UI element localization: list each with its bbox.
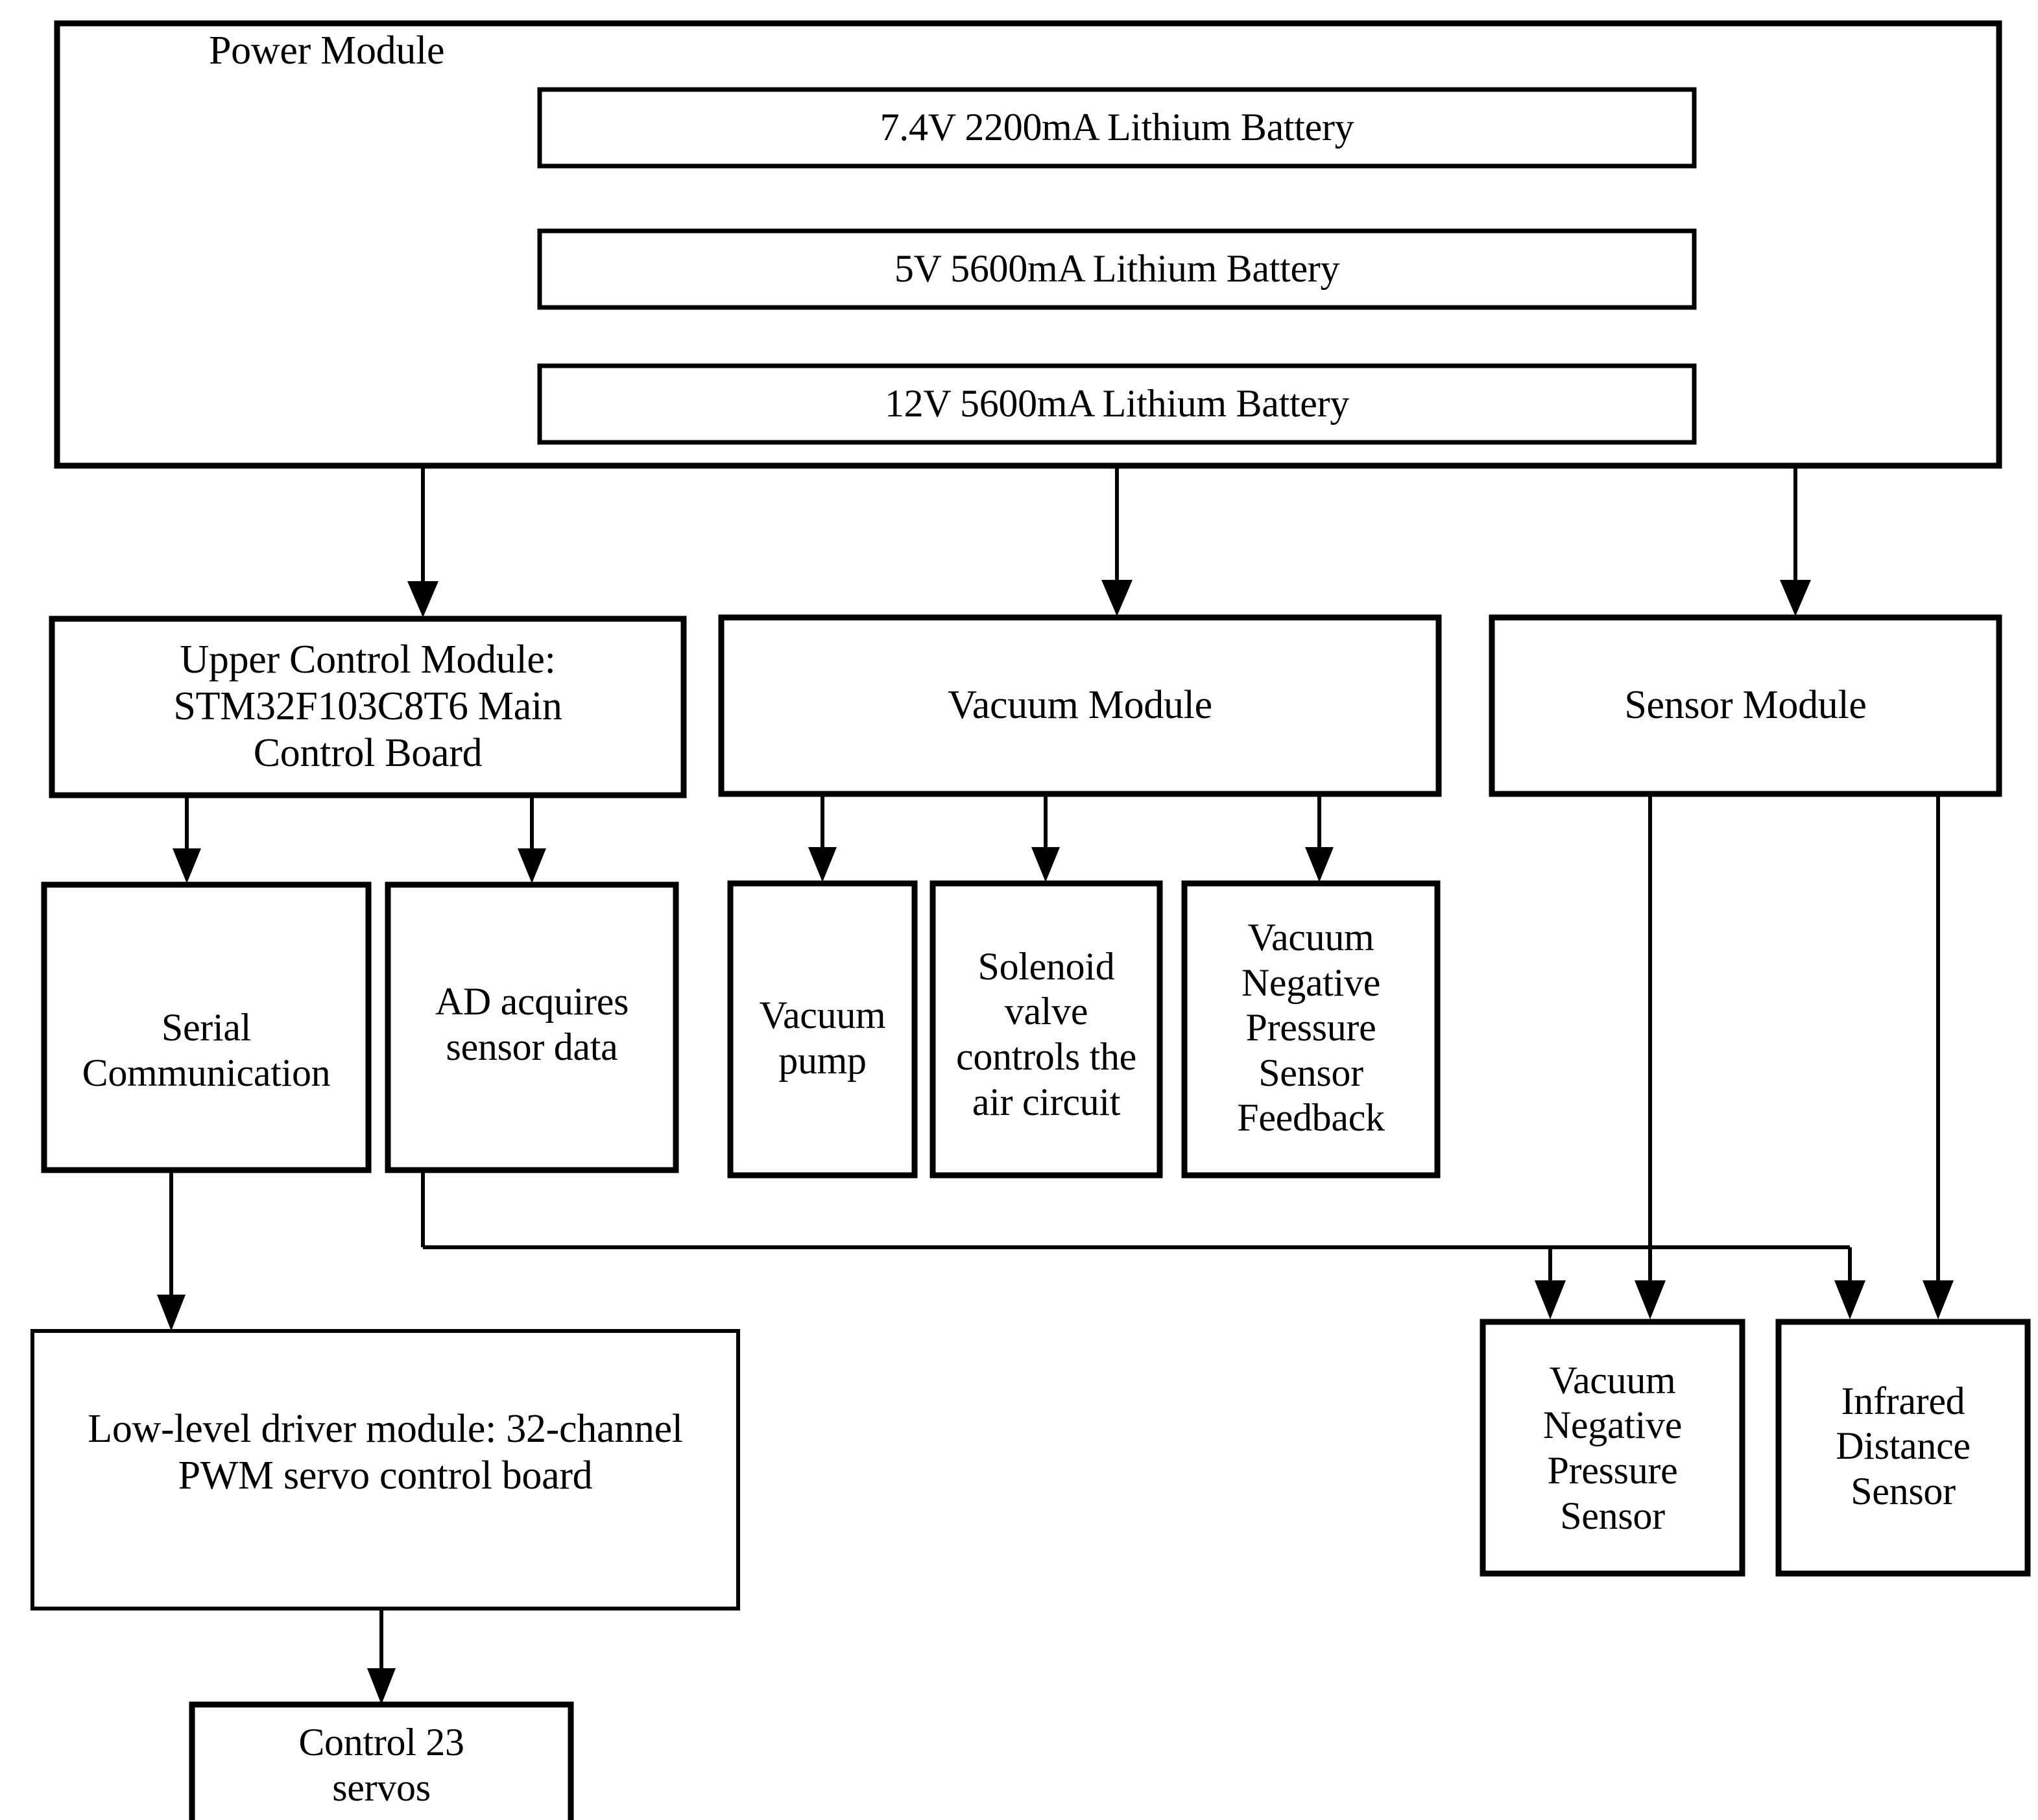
box-vacuum-module[interactable] bbox=[718, 614, 1442, 797]
box-infrared-distance-sensor[interactable] bbox=[1775, 1319, 2031, 1577]
box-low-level-driver-module[interactable] bbox=[30, 1329, 740, 1610]
connector-vacuum-to-pump bbox=[808, 796, 837, 882]
connector-power-to-vacuum-module bbox=[1101, 468, 1133, 616]
connector-driver-to-servos bbox=[367, 1610, 396, 1705]
box-battery-12v[interactable] bbox=[537, 363, 1697, 445]
box-upper-control-module[interactable] bbox=[49, 616, 687, 798]
connector-serial-to-driver bbox=[157, 1173, 186, 1331]
connector-power-to-sensor-module bbox=[1780, 468, 1811, 616]
connector-vacuum-to-feedback bbox=[1305, 796, 1334, 882]
box-battery-7v4[interactable] bbox=[537, 87, 1697, 169]
box-vacuum-pump[interactable] bbox=[727, 880, 918, 1179]
box-serial-communication[interactable] bbox=[41, 881, 372, 1173]
connector-upper-to-serial bbox=[173, 798, 201, 883]
box-vacuum-negative-pressure-sensor[interactable] bbox=[1480, 1319, 1745, 1577]
connector-vacuum-to-solenoid bbox=[1031, 796, 1060, 882]
connector-sensor-to-vacuum-pressure-sensor bbox=[1635, 796, 1666, 1319]
box-battery-5v[interactable] bbox=[537, 228, 1697, 310]
connector-power-to-upper-control bbox=[407, 468, 438, 617]
box-sensor-module[interactable] bbox=[1489, 614, 2002, 797]
connector-upper-to-ad-acquires bbox=[518, 798, 546, 883]
connector-sensor-to-infrared-sensor bbox=[1923, 796, 1954, 1319]
box-ad-acquires-sensor-data[interactable] bbox=[385, 881, 679, 1173]
box-control-23-servos[interactable] bbox=[189, 1701, 574, 1820]
box-solenoid-valve[interactable] bbox=[929, 880, 1163, 1179]
connector-ad-to-right-sensors-bus bbox=[421, 1173, 1865, 1319]
box-vacuum-pressure-feedback[interactable] bbox=[1181, 880, 1441, 1179]
